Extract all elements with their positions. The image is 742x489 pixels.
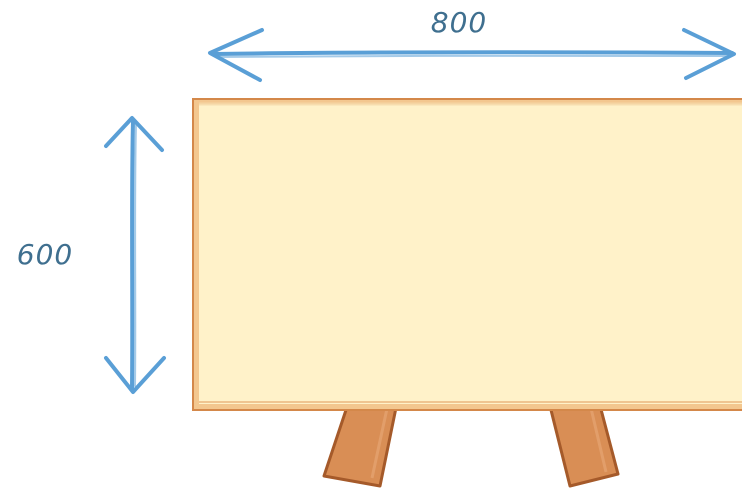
easel-leg-right (548, 398, 618, 486)
height-arrow (106, 118, 164, 392)
height-label: 600 (17, 238, 73, 271)
canvas-board (193, 99, 742, 410)
easel-legs (324, 398, 618, 486)
easel-leg-left (324, 398, 398, 486)
width-label: 800 (431, 6, 487, 39)
